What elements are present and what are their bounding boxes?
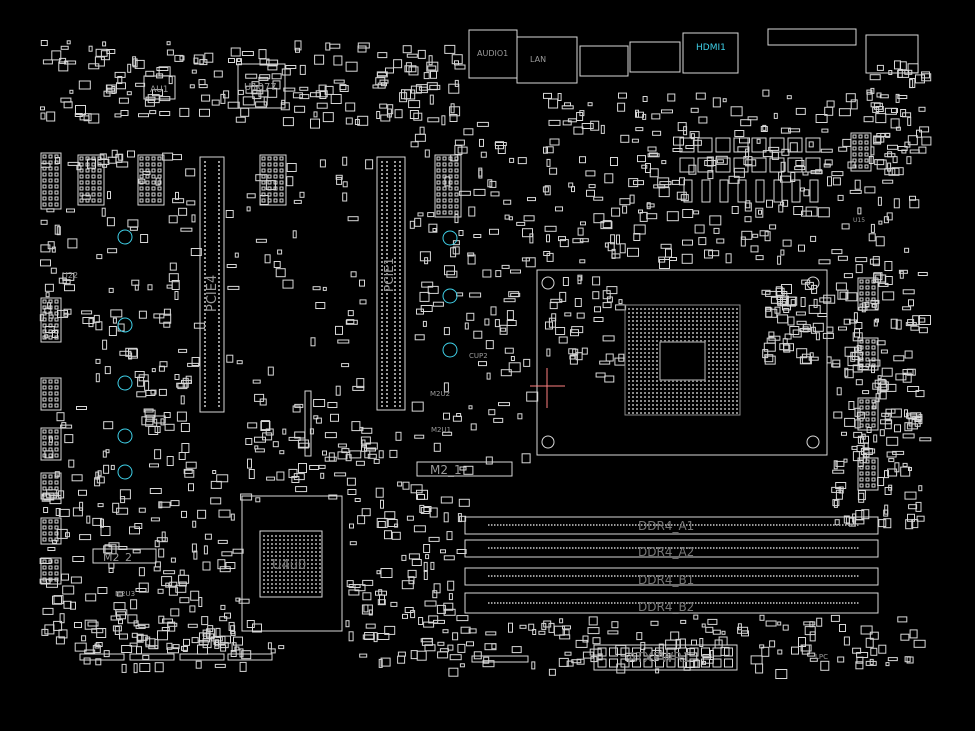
label-u15: U15 bbox=[853, 217, 865, 224]
label-hdmi1: HDMI1 bbox=[696, 43, 726, 53]
label-ddr4-b2: DDR4_B2 bbox=[638, 600, 694, 614]
cpu-socket[interactable] bbox=[536, 269, 828, 456]
label-lan: LAN bbox=[530, 55, 546, 64]
pcie1-slot[interactable] bbox=[376, 156, 406, 411]
m2-2-slot[interactable] bbox=[92, 548, 157, 564]
label-lpc: LPC bbox=[815, 653, 828, 661]
au1-chip[interactable] bbox=[143, 75, 176, 100]
label-ddr4-b1: DDR4_B1 bbox=[638, 573, 694, 587]
pcie4-slot[interactable] bbox=[199, 156, 225, 413]
label-m2-1: M2_1 bbox=[430, 463, 462, 477]
label-m2u1: M2U1 bbox=[431, 426, 451, 434]
component-outlines bbox=[39, 40, 932, 679]
m2-1-slot[interactable] bbox=[416, 461, 513, 477]
cursor-marker bbox=[530, 368, 565, 408]
chipset[interactable] bbox=[241, 495, 343, 632]
label-audio1: AUDIO1 bbox=[477, 49, 508, 58]
label-m2u2: M2U2 bbox=[430, 390, 450, 398]
label-m2-2: M2_2 bbox=[103, 551, 132, 564]
label-ddr4-a2: DDR4_A2 bbox=[638, 545, 694, 559]
label-m2u3: M2U3 bbox=[115, 590, 135, 598]
label-u22: U22 bbox=[62, 271, 78, 280]
label-pcie4: PCIE4 bbox=[205, 275, 220, 312]
atx-power-connector[interactable] bbox=[593, 644, 738, 671]
label-ddr4-a1: DDR4_A1 bbox=[638, 519, 694, 533]
label-u4u0: U4u0 bbox=[272, 558, 306, 573]
ddr4-slots[interactable] bbox=[464, 516, 879, 614]
label-pcie1: PCIE1 bbox=[382, 258, 396, 292]
m2-slot-rail bbox=[304, 390, 312, 457]
label-au1: AU1 bbox=[150, 85, 168, 95]
rear-io-connectors[interactable] bbox=[468, 28, 919, 84]
mounting-holes bbox=[117, 229, 458, 480]
silkscreen-labels: AU1 U1077 U22 PCIE4 PCIE1 AUDIO1 HDMI1 L… bbox=[62, 43, 865, 666]
u1077-chip[interactable] bbox=[237, 63, 286, 109]
label-u1077: U1077 bbox=[244, 82, 277, 93]
label-cup2: CUP2 bbox=[469, 352, 488, 360]
major-components bbox=[92, 28, 919, 671]
label-atxpwr1: ATXPWR1 bbox=[628, 651, 691, 666]
